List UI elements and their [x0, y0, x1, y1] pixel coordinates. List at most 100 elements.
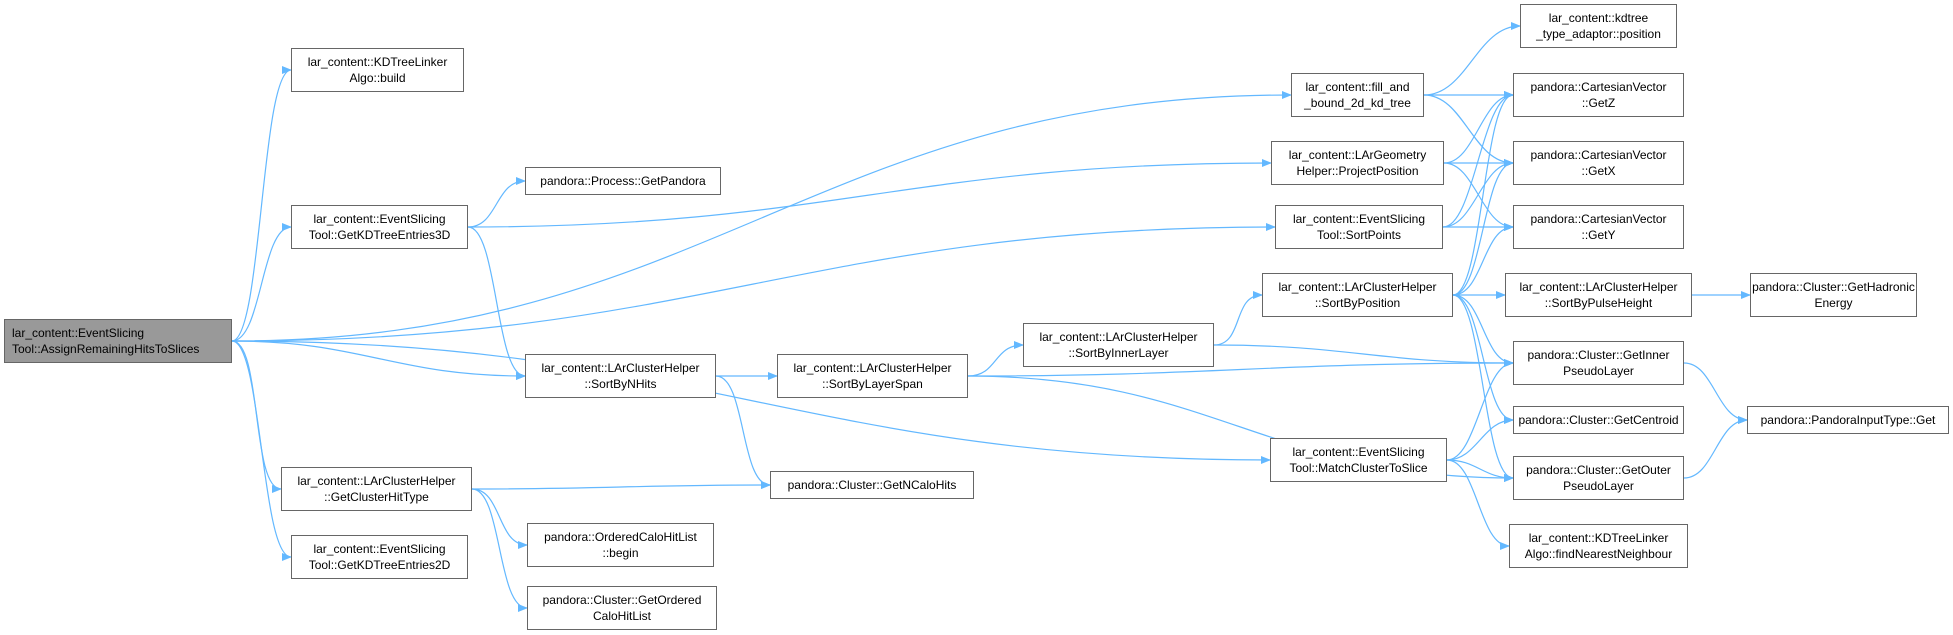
node-get-kdtree-entries-3d[interactable]: lar_content::EventSlicing Tool::GetKDTre… [291, 205, 468, 249]
node-assign-remaining-hits-to-slices[interactable]: lar_content::EventSlicing Tool::AssignRe… [4, 319, 232, 363]
node-line-1: lar_content::KDTreeLinker [307, 55, 448, 69]
call-edge-sortpoints-to-getx [1442, 159, 1514, 228]
node-line-2: Tool::SortPoints [1316, 228, 1402, 242]
node-line-1: pandora::Cluster::GetInner [1527, 348, 1670, 362]
node-sort-by-pulse-height[interactable]: lar_content::LArClusterHelper ::SortByPu… [1505, 273, 1692, 317]
call-edge-root-to-match [231, 340, 1271, 464]
call-edge-kd3d-to-getpandora [467, 177, 526, 228]
node-line-1: lar_content::EventSlicing [12, 326, 145, 340]
node-process-get-pandora[interactable]: pandora::Process::GetPandora [525, 167, 721, 195]
call-edge-match-to-centroid [1446, 416, 1514, 461]
call-edge-sortpos-to-outer [1452, 294, 1514, 482]
node-line-2: Algo::findNearestNeighbour [1524, 547, 1673, 561]
call-edge-root-to-kdbuild [231, 66, 292, 342]
call-edge-hittype-to-orderedlist [471, 488, 528, 612]
call-edge-kd3d-to-project [467, 159, 1272, 228]
node-sort-by-layer-span[interactable]: lar_content::LArClusterHelper ::SortByLa… [777, 354, 968, 398]
node-line-1: lar_content::LArClusterHelper [793, 361, 952, 375]
node-line-1: pandora::PandoraInputType::Get [1760, 413, 1936, 427]
call-edge-sortpos-to-getx [1452, 159, 1514, 296]
node-line-2: _type_adaptor::position [1536, 27, 1661, 41]
node-sort-by-inner-layer[interactable]: lar_content::LArClusterHelper ::SortByIn… [1023, 323, 1214, 367]
node-line-2: ::GetClusterHitType [324, 490, 429, 504]
node-line-2: ::SortByPulseHeight [1544, 296, 1653, 310]
node-get-inner-pseudo-layer[interactable]: pandora::Cluster::GetInner PseudoLayer [1513, 341, 1684, 385]
call-edge-hittype-to-ncalohits [471, 481, 771, 490]
node-line-1: lar_content::LArClusterHelper [1278, 280, 1437, 294]
node-line-1: lar_content::EventSlicing [1292, 212, 1426, 226]
call-edge-fillbound-to-getx [1423, 94, 1514, 167]
node-line-2: Tool::GetKDTreeEntries3D [308, 228, 451, 242]
node-line-2: ::SortByInnerLayer [1068, 346, 1169, 360]
node-line-2: _bound_2d_kd_tree [1304, 96, 1411, 110]
call-edge-sortpos-to-getz [1452, 91, 1514, 296]
node-line-1: pandora::CartesianVector [1530, 212, 1667, 226]
node-sort-by-position[interactable]: lar_content::LArClusterHelper ::SortByPo… [1262, 273, 1453, 317]
node-line-2: ::GetZ [1581, 96, 1616, 110]
call-edge-hittype-to-begin [471, 488, 528, 549]
node-fill-and-bound-2d-kd-tree[interactable]: lar_content::fill_and _bound_2d_kd_tree [1291, 73, 1424, 117]
node-match-cluster-to-slice[interactable]: lar_content::EventSlicing Tool::MatchClu… [1270, 438, 1447, 482]
node-line-2: Energy [1814, 296, 1853, 310]
node-line-2: ::begin [602, 546, 639, 560]
node-get-centroid[interactable]: pandora::Cluster::GetCentroid [1513, 406, 1684, 434]
node-line-1: pandora::OrderedCaloHitList [544, 530, 697, 544]
node-line-1: lar_content::LArClusterHelper [541, 361, 700, 375]
node-cartesian-vector-get-y[interactable]: pandora::CartesianVector ::GetY [1513, 205, 1684, 249]
call-edge-match-to-outer [1446, 459, 1514, 482]
node-cartesian-vector-get-x[interactable]: pandora::CartesianVector ::GetX [1513, 141, 1684, 185]
node-line-1: pandora::Cluster::GetOuter [1526, 463, 1671, 477]
node-get-hadronic-energy[interactable]: pandora::Cluster::GetHadronic Energy [1750, 273, 1917, 317]
node-line-2: ::GetX [1581, 164, 1616, 178]
call-edge-sortnhits-to-ncalohits [715, 375, 771, 489]
call-edge-sortpos-to-centroid [1452, 294, 1514, 424]
node-line-2: PseudoLayer [1563, 364, 1634, 378]
node-line-1: lar_content::EventSlicing [1292, 445, 1425, 459]
call-edge-innerlayer-to-inner [1213, 344, 1514, 367]
node-line-2: ::GetY [1581, 228, 1616, 242]
call-edge-match-to-nearest [1446, 459, 1510, 550]
node-get-kdtree-entries-2d[interactable]: lar_content::EventSlicing Tool::GetKDTre… [291, 535, 468, 579]
node-line-1: lar_content::LArClusterHelper [1519, 280, 1678, 294]
node-line-1: lar_content::fill_and [1305, 80, 1410, 94]
node-line-1: pandora::CartesianVector [1530, 148, 1667, 162]
call-edge-project-to-getz [1443, 91, 1514, 164]
node-kdtree-linker-build[interactable]: lar_content::KDTreeLinker Algo::build [291, 48, 464, 92]
node-line-2: Algo::build [349, 71, 406, 85]
node-line-1: lar_content::EventSlicing [313, 212, 446, 226]
call-edge-sortpos-to-gety [1452, 223, 1514, 296]
call-edge-root-to-sortnhits [231, 340, 526, 380]
node-kdtree-type-adaptor-position[interactable]: lar_content::kdtree _type_adaptor::posit… [1520, 4, 1677, 48]
call-edge-root-to-kd2d [231, 340, 292, 561]
node-get-outer-pseudo-layer[interactable]: pandora::Cluster::GetOuter PseudoLayer [1513, 456, 1684, 500]
node-line-1: pandora::Cluster::GetCentroid [1518, 413, 1679, 427]
node-find-nearest-neighbour[interactable]: lar_content::KDTreeLinker Algo::findNear… [1509, 524, 1688, 568]
node-line-1: pandora::Process::GetPandora [540, 174, 706, 188]
node-sort-points[interactable]: lar_content::EventSlicing Tool::SortPoin… [1275, 205, 1443, 249]
node-pandora-input-type-get[interactable]: pandora::PandoraInputType::Get [1747, 406, 1949, 434]
call-edge-fillbound-to-kdposition [1423, 22, 1521, 96]
call-edge-root-to-sortpoints [231, 223, 1276, 342]
node-sort-by-nhits[interactable]: lar_content::LArClusterHelper ::SortByNH… [525, 354, 716, 398]
node-line-1: lar_content::LArClusterHelper [297, 474, 456, 488]
node-line-2: ::SortByPosition [1314, 296, 1401, 310]
call-edge-sortpoints-to-getz [1442, 91, 1514, 228]
node-line-2: ::SortByNHits [584, 377, 657, 391]
node-get-cluster-hit-type[interactable]: lar_content::LArClusterHelper ::GetClust… [281, 467, 472, 511]
call-edge-layerspan-to-innerlayer [967, 341, 1024, 377]
call-edge-inner-to-inputget [1683, 362, 1748, 424]
node-line-2: Tool::AssignRemainingHitsToSlices [12, 342, 200, 356]
node-ordered-calo-hit-list-begin[interactable]: pandora::OrderedCaloHitList ::begin [527, 523, 714, 567]
node-cartesian-vector-get-z[interactable]: pandora::CartesianVector ::GetZ [1513, 73, 1684, 117]
node-get-ncalo-hits[interactable]: pandora::Cluster::GetNCaloHits [770, 471, 974, 499]
node-project-position[interactable]: lar_content::LArGeometry Helper::Project… [1271, 141, 1444, 185]
node-get-ordered-calo-hit-list[interactable]: pandora::Cluster::GetOrdered CaloHitList [527, 586, 717, 630]
node-line-2: Tool::MatchClusterToSlice [1289, 461, 1428, 475]
call-edge-innerlayer-to-sortpos [1213, 291, 1263, 346]
call-edge-layerspan-to-inner [967, 359, 1514, 377]
node-line-2: Tool::GetKDTreeEntries2D [308, 558, 451, 572]
node-line-2: CaloHitList [592, 609, 652, 623]
node-line-1: lar_content::LArClusterHelper [1039, 330, 1198, 344]
